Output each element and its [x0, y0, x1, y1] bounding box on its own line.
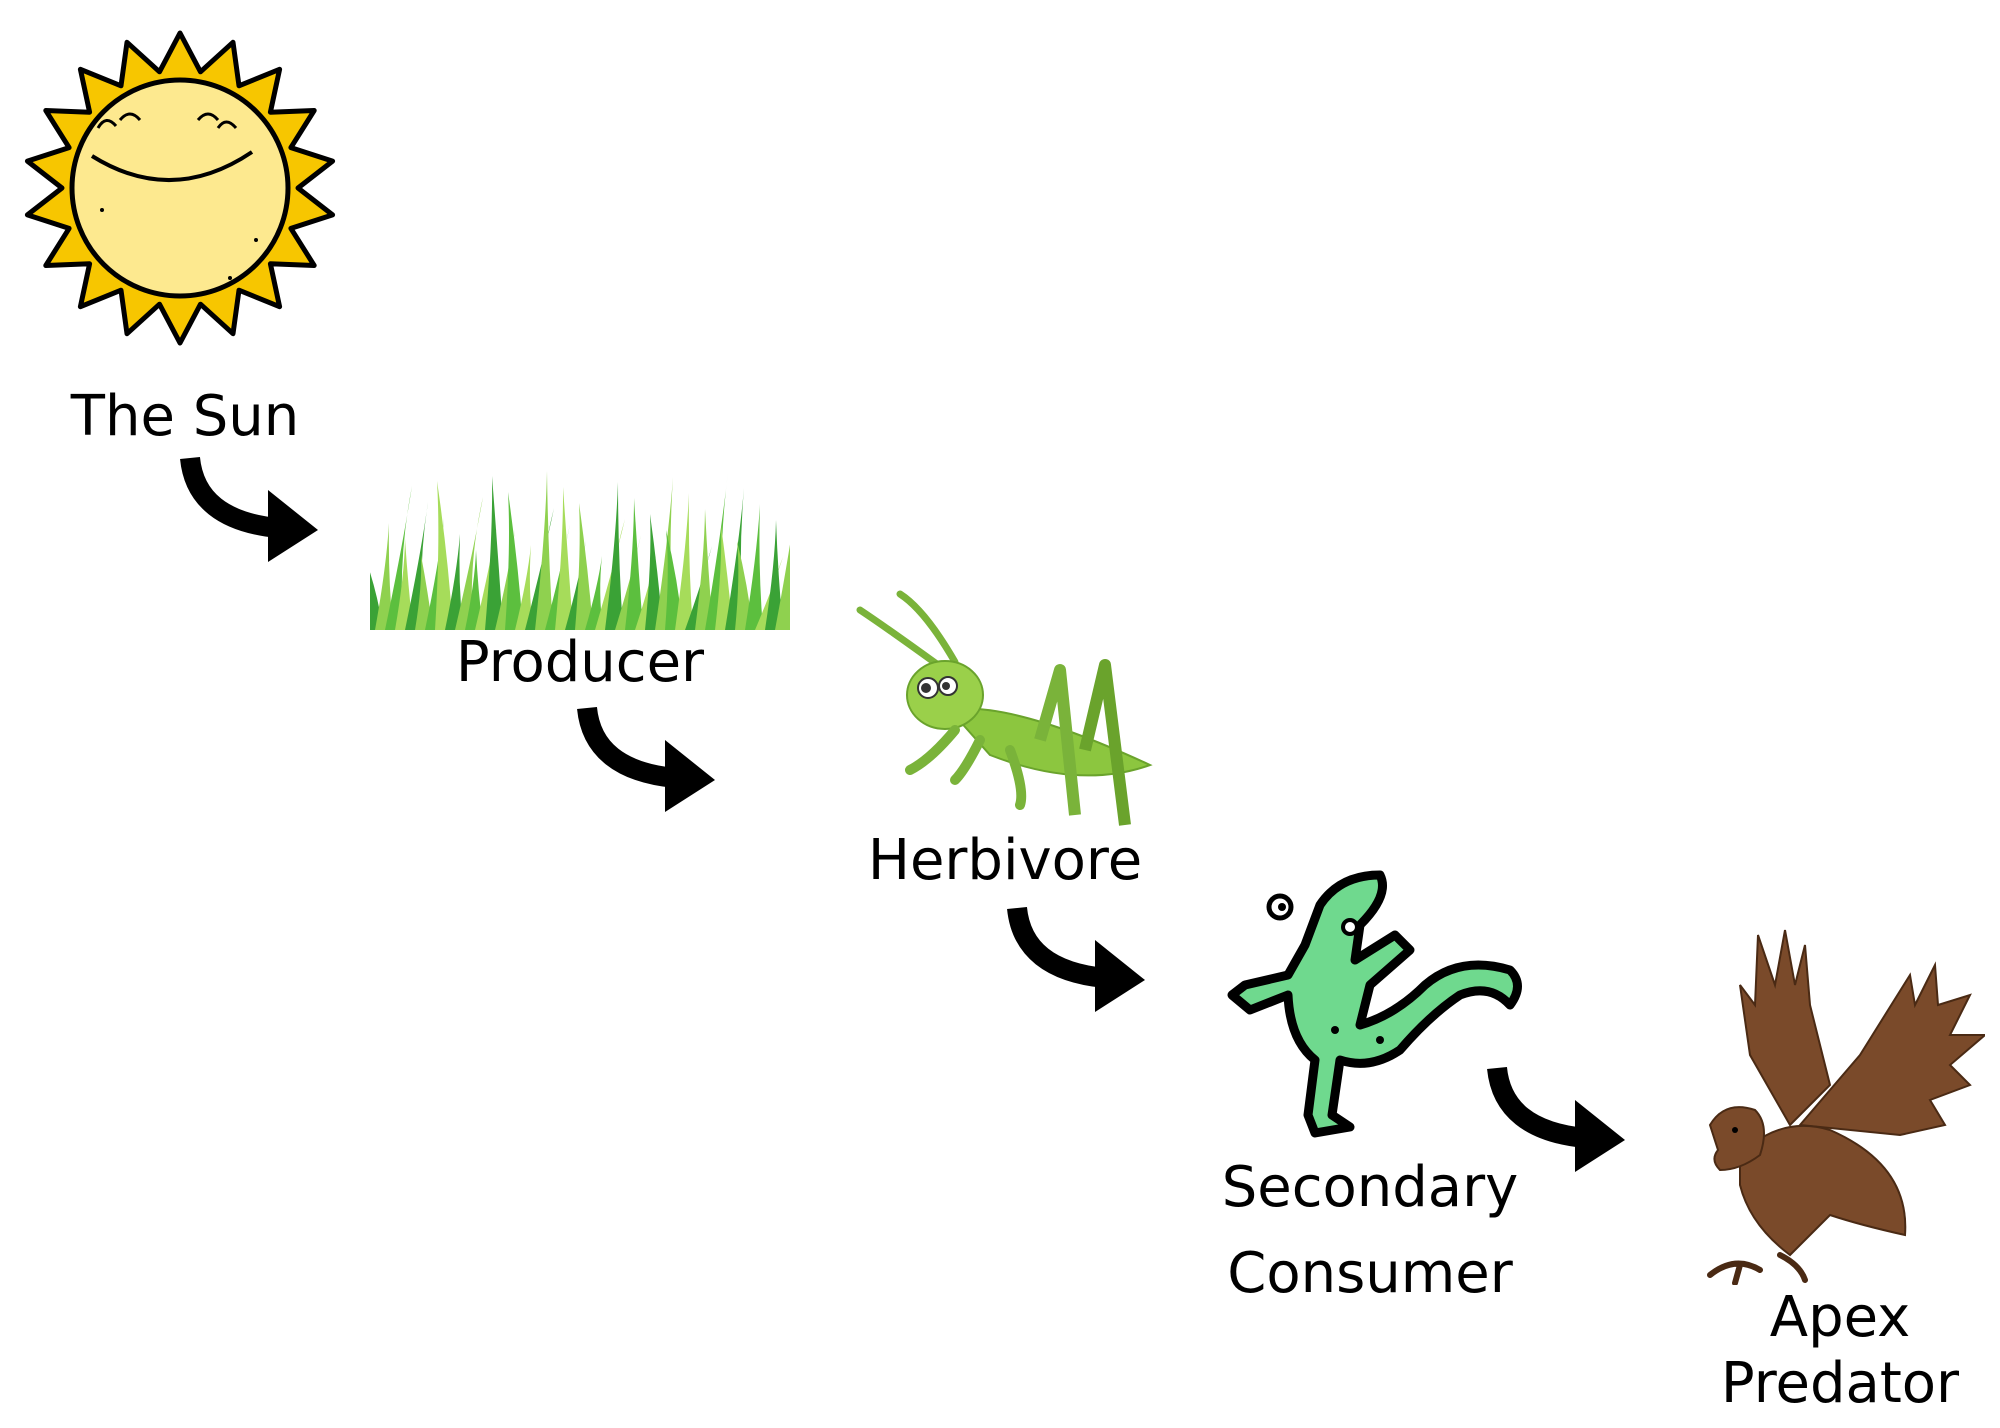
- secondary-consumer-label-line1: Secondary: [1221, 1155, 1519, 1220]
- secondary-consumer-label-line2: Consumer: [1227, 1241, 1513, 1306]
- apex-predator-label-line1: Apex: [1769, 1285, 1911, 1350]
- lizard-icon: [1227, 870, 1522, 1138]
- apex-predator-label: Apex Predator: [1690, 1285, 1990, 1417]
- grass-icon: [370, 471, 790, 630]
- herbivore-label: Herbivore: [867, 828, 1143, 893]
- grasshopper-icon: [856, 590, 1153, 826]
- arrow-sun-to-producer-icon: [180, 456, 318, 562]
- eagle-icon: [1707, 929, 1985, 1285]
- sun-label: The Sun: [70, 384, 300, 449]
- arrow-secondary-to-apex-icon: [1487, 1066, 1625, 1172]
- apex-predator-label-line2: Predator: [1720, 1351, 1960, 1416]
- arrow-producer-to-herbivore-icon: [577, 706, 715, 812]
- producer-label: Producer: [455, 630, 705, 695]
- secondary-consumer-label: Secondary Consumer: [1190, 1155, 1550, 1307]
- arrow-herbivore-to-secondary-icon: [1007, 906, 1145, 1012]
- sun-icon: [24, 30, 336, 346]
